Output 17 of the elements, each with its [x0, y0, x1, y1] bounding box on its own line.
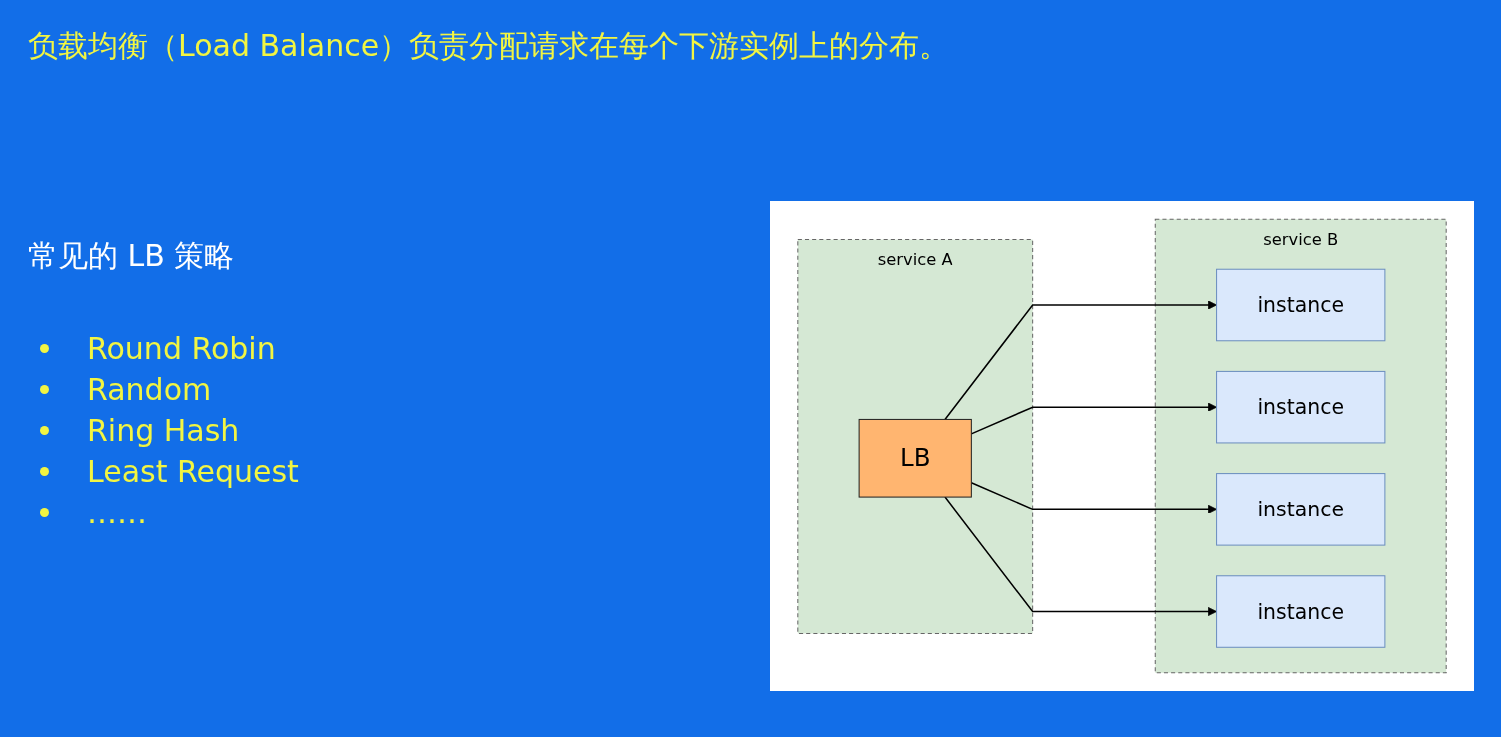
list-item-text: Ring Hash — [87, 413, 240, 448]
slide-title: 负载均衡（Load Balance）负责分配请求在每个下游实例上的分布。 — [28, 27, 950, 65]
cluster — [797, 239, 1034, 634]
node-box — [1216, 473, 1386, 546]
node-box — [1216, 575, 1386, 648]
node-box — [1216, 370, 1386, 444]
diagram-panel: service B service A LB instance instance instance instance — [770, 201, 1474, 691]
section-heading: 常见的 LB 策略 — [28, 237, 235, 275]
arrow — [944, 300, 1217, 421]
list-item-text: Least Request — [87, 454, 299, 489]
node-box — [858, 418, 972, 498]
list-item-text: Random — [87, 372, 212, 407]
cluster — [1154, 218, 1447, 674]
arrow — [944, 496, 1217, 616]
list-item-text: …… — [87, 495, 147, 530]
list-item-text: Round Robin — [87, 331, 276, 366]
node-box — [1216, 268, 1386, 342]
